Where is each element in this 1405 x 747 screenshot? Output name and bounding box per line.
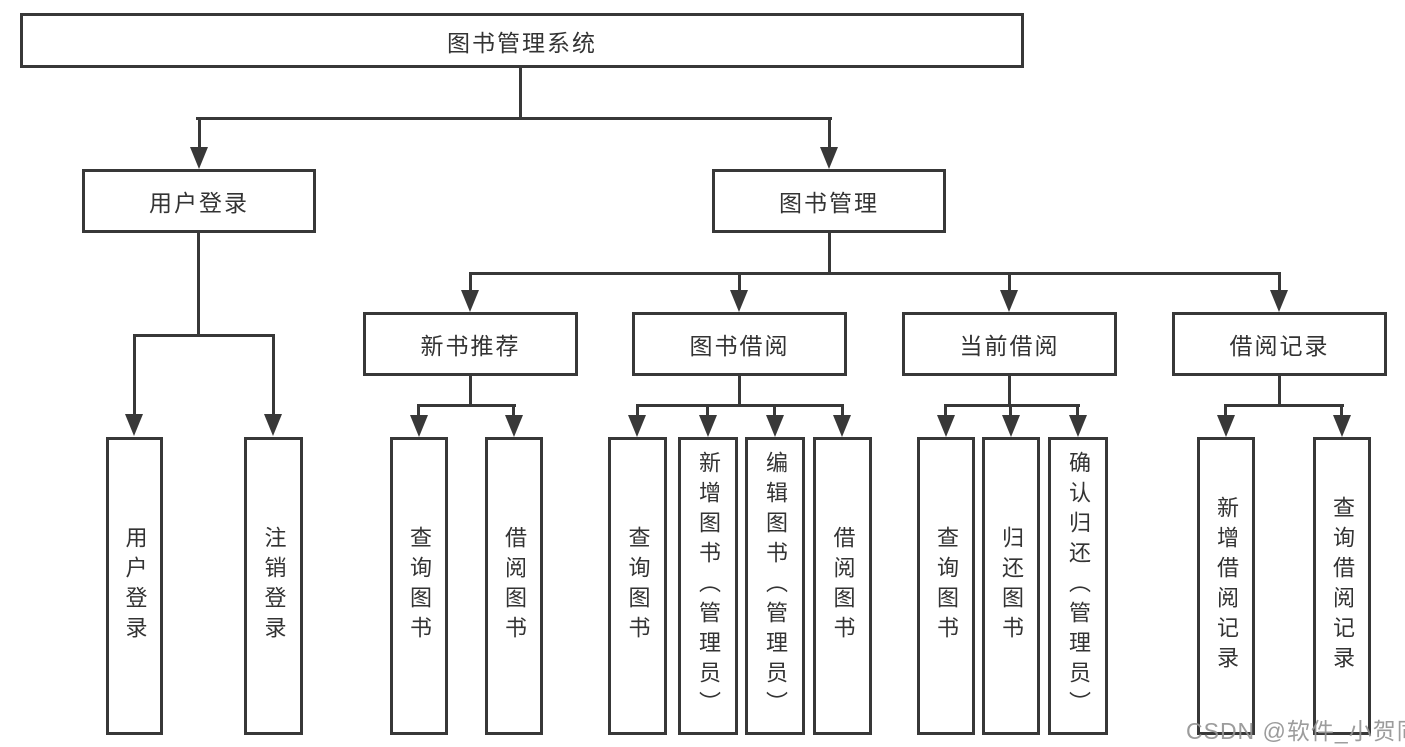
node-label: 查询图书 [625, 526, 651, 646]
node-label: 确认归还（管理员） [1066, 451, 1091, 721]
node-current-query-books: 查询图书 [917, 437, 975, 735]
node-borrowing-records: 借阅记录 [1172, 312, 1387, 376]
connector-line [272, 334, 275, 414]
connector-line [1076, 404, 1079, 415]
connector-line [469, 272, 1281, 275]
connector-line [636, 404, 844, 407]
connector-line [1009, 404, 1012, 415]
arrow-down-icon [937, 415, 955, 437]
node-new-book-recommend: 新书推荐 [363, 312, 578, 376]
arrow-down-icon [628, 415, 646, 437]
node-edit-books-admin: 编辑图书（管理员） [745, 437, 805, 735]
node-label: 图书管理系统 [447, 29, 597, 56]
connector-line [1224, 404, 1227, 415]
connector-line [519, 66, 522, 117]
arrow-down-icon [264, 414, 282, 436]
node-add-borrow-record: 新增借阅记录 [1197, 437, 1255, 735]
connector-line [1224, 404, 1344, 407]
arrow-down-icon [766, 415, 784, 437]
node-return-books: 归还图书 [982, 437, 1040, 735]
node-confirm-return-admin: 确认归还（管理员） [1048, 437, 1108, 735]
connector-line [469, 374, 472, 405]
node-add-books-admin: 新增图书（管理员） [678, 437, 738, 735]
node-book-borrowing: 图书借阅 [632, 312, 847, 376]
connector-line [841, 404, 844, 415]
connector-line [944, 404, 1080, 407]
connector-line [198, 117, 201, 147]
node-borrow-books: 借阅图书 [813, 437, 872, 735]
arrow-down-icon [505, 415, 523, 437]
arrow-down-icon [730, 290, 748, 312]
node-library-management-system: 图书管理系统 [20, 13, 1024, 68]
arrow-down-icon [1069, 415, 1087, 437]
connector-line [636, 404, 639, 415]
node-query-borrow-record: 查询借阅记录 [1313, 437, 1371, 735]
connector-line [197, 231, 200, 336]
node-label: 查询图书 [407, 526, 432, 646]
connector-line [1008, 374, 1011, 405]
arrow-down-icon [1217, 415, 1235, 437]
arrow-down-icon [833, 415, 851, 437]
arrow-down-icon [1270, 290, 1288, 312]
connector-line [738, 374, 741, 405]
connector-line [469, 272, 472, 290]
connector-line [133, 334, 136, 414]
node-recommend-borrow-books: 借阅图书 [485, 437, 543, 735]
connector-line [417, 404, 420, 415]
node-label: 用户登录 [149, 190, 249, 216]
node-label: 图书借阅 [689, 333, 790, 359]
arrow-down-icon [699, 415, 717, 437]
arrow-down-icon [125, 414, 143, 436]
node-label: 用户登录 [122, 526, 148, 646]
node-label: 查询图书 [934, 526, 959, 646]
node-label: 借阅图书 [830, 526, 856, 646]
connector-line [773, 404, 776, 415]
arrow-down-icon [461, 290, 479, 312]
node-borrowing-query-books: 查询图书 [608, 437, 667, 735]
arrow-down-icon [1000, 290, 1018, 312]
node-label: 查询借阅记录 [1330, 496, 1355, 676]
connector-line [1278, 374, 1281, 405]
arrow-down-icon [820, 147, 838, 169]
node-label: 当前借阅 [959, 333, 1060, 359]
connector-line [738, 272, 741, 290]
csdn-watermark: CSDN @软件_小贺同学 [1186, 718, 1405, 744]
connector-line [512, 404, 515, 415]
node-label: 新增借阅记录 [1214, 496, 1239, 676]
node-user-login: 用户登录 [82, 169, 316, 233]
node-label: 借阅图书 [502, 526, 527, 646]
arrow-down-icon [1333, 415, 1351, 437]
node-label: 归还图书 [999, 526, 1024, 646]
node-recommend-query-books: 查询图书 [390, 437, 448, 735]
connector-line [828, 231, 831, 273]
node-book-management: 图书管理 [712, 169, 946, 233]
connector-line [706, 404, 709, 415]
connector-line [196, 117, 832, 120]
connector-line [1278, 272, 1281, 290]
node-label: 新书推荐 [420, 333, 521, 359]
arrow-down-icon [410, 415, 428, 437]
node-label: 借阅记录 [1229, 333, 1330, 359]
node-label: 新增图书（管理员） [696, 451, 721, 721]
node-logout: 注销登录 [244, 437, 303, 735]
connector-line [133, 334, 275, 337]
connector-line [417, 404, 516, 407]
connector-line [1340, 404, 1343, 415]
arrow-down-icon [1002, 415, 1020, 437]
connector-line [944, 404, 947, 415]
node-label: 编辑图书（管理员） [763, 451, 788, 721]
connector-line [828, 117, 831, 147]
node-user-login-action: 用户登录 [106, 437, 163, 735]
arrow-down-icon [190, 147, 208, 169]
connector-line [1008, 272, 1011, 290]
node-label: 图书管理 [779, 190, 879, 216]
node-label: 注销登录 [261, 526, 287, 646]
node-current-borrowing: 当前借阅 [902, 312, 1117, 376]
